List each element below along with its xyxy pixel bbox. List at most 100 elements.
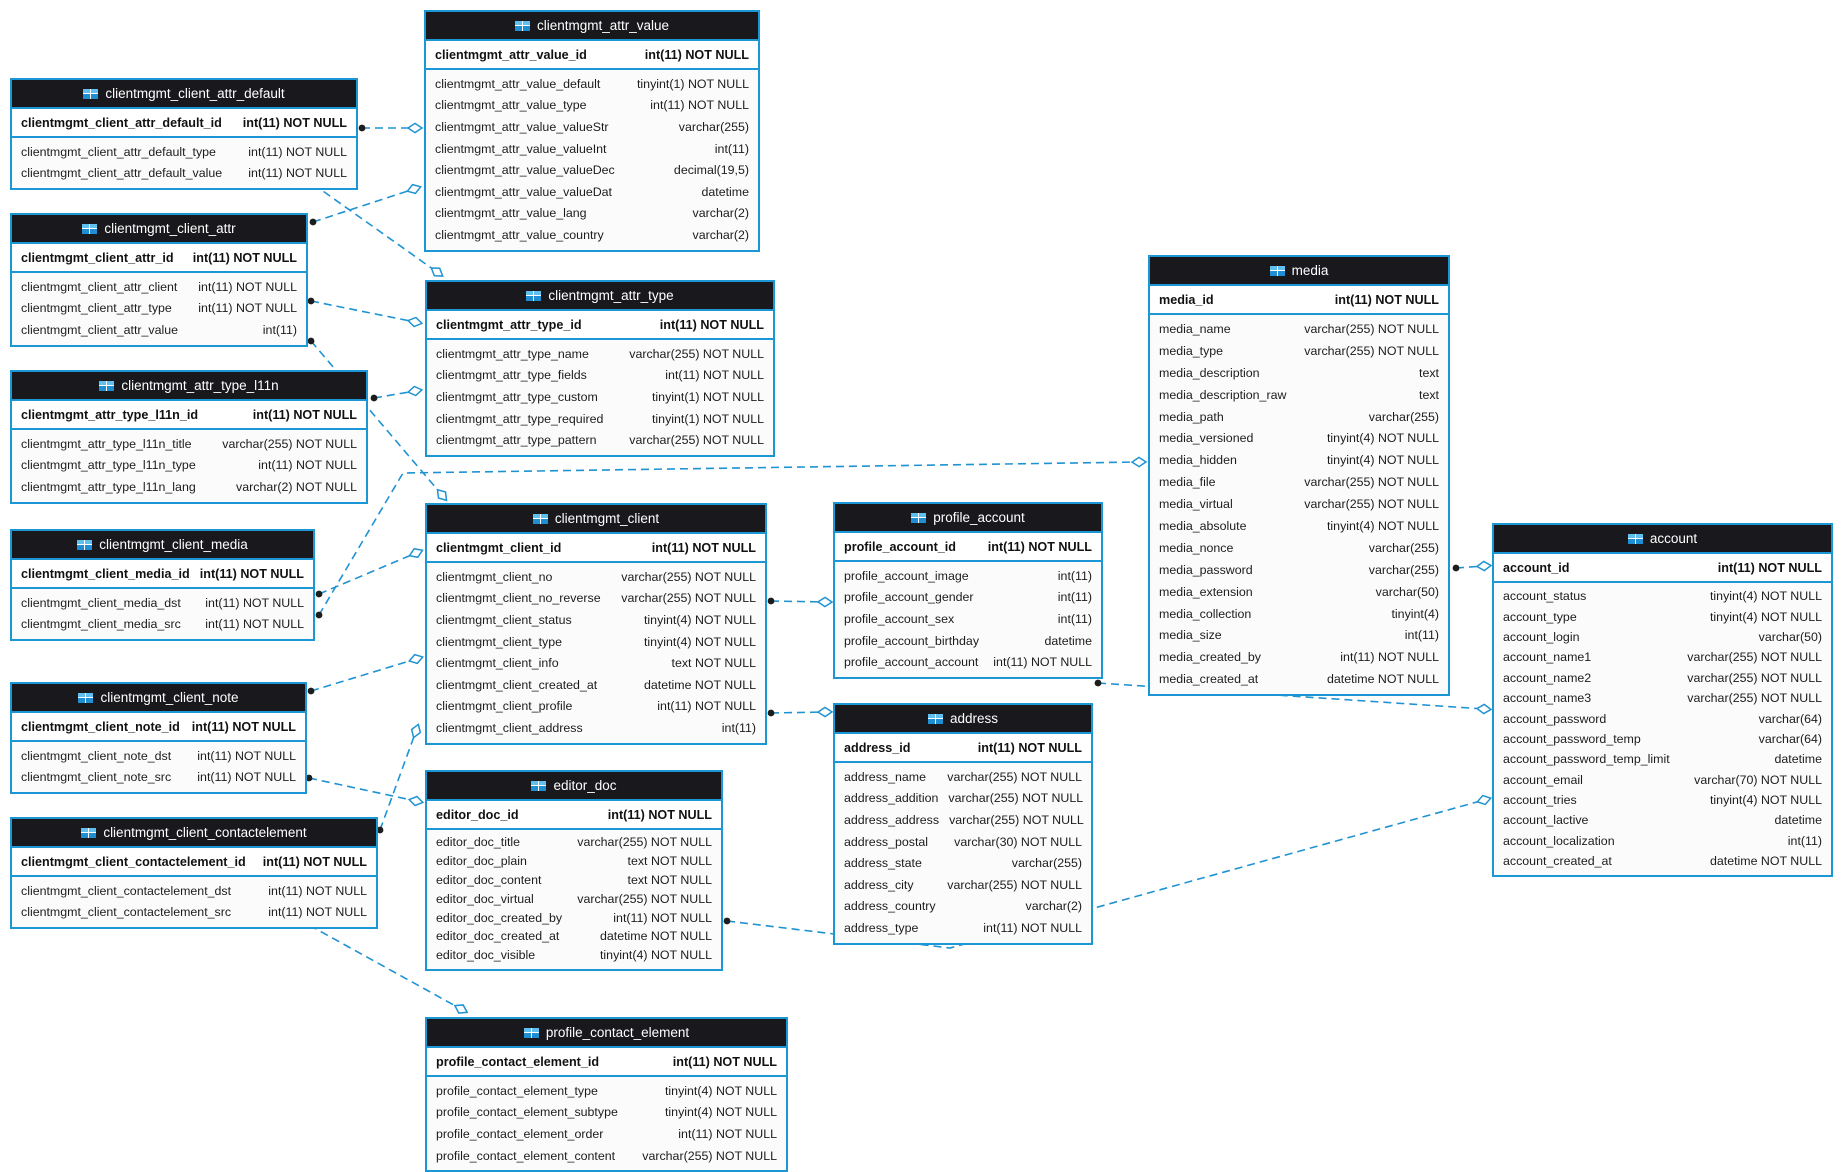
table-header[interactable]: clientmgmt_client_attr [12,215,306,244]
table-header[interactable]: profile_contact_element [427,1019,786,1048]
table-header[interactable]: clientmgmt_client_media [12,531,313,560]
table-header[interactable]: account [1494,525,1831,554]
table-header[interactable]: clientmgmt_client_note [12,684,305,713]
table-header[interactable]: clientmgmt_attr_type_l11n [12,372,366,401]
table-header[interactable]: profile_account [835,504,1101,533]
table-header[interactable]: clientmgmt_client [427,505,765,534]
table-header[interactable]: editor_doc [427,772,721,801]
table-header[interactable]: address [835,705,1091,734]
table-header[interactable]: clientmgmt_attr_type [427,282,773,311]
table-header[interactable]: clientmgmt_attr_value [426,12,758,41]
